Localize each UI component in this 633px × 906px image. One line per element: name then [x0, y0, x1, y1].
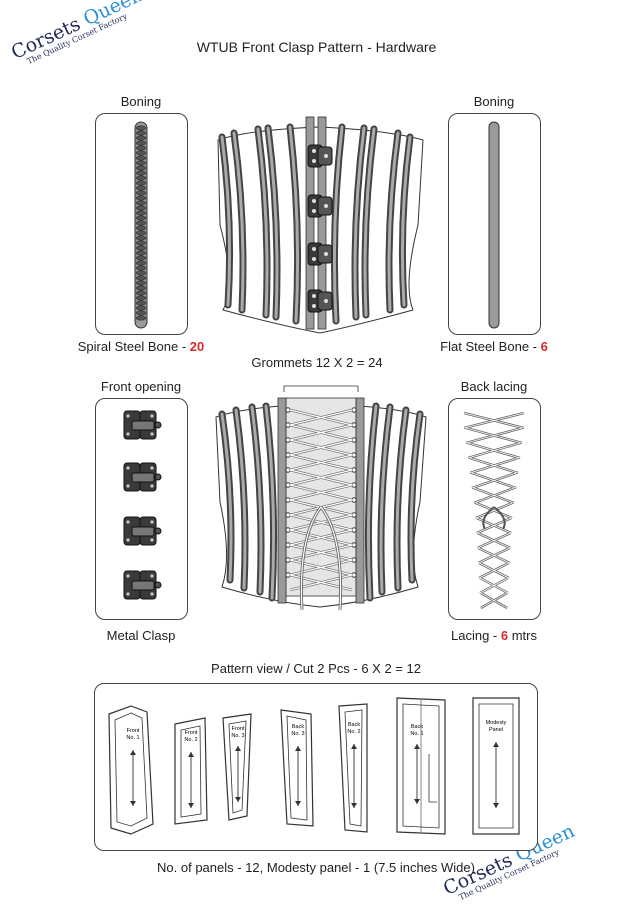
panel-label-line1: Back [411, 724, 423, 730]
panel-label-line2: No. 3 [231, 733, 244, 739]
corset-front-illustration [217, 116, 424, 334]
flat-steel-bone-illustration [488, 121, 500, 329]
lacing-unit: mtrs [508, 628, 537, 643]
lacing-caption-text: Lacing - [451, 628, 501, 643]
panel-label-line2: No. 1 [410, 731, 423, 737]
panel-label-line2: No. 2 [184, 737, 197, 743]
page-title: WTUB Front Clasp Pattern - Hardware [196, 39, 437, 55]
logo-watermark-top-left: Corsets Queen The Quality Corset Factory [8, 0, 149, 70]
panel-label-line1: Front [185, 730, 198, 736]
panel-label-line2: No. 1 [126, 735, 139, 741]
spiral-bone-count: 20 [189, 339, 205, 354]
flat-bone-caption-text: Flat Steel Bone - [440, 339, 541, 354]
spiral-steel-bone-illustration [134, 121, 148, 329]
metal-clasp-caption: Metal Clasp [106, 628, 176, 643]
back-lacing-illustration [463, 411, 525, 610]
spiral-bone-box [95, 113, 188, 335]
lacing-caption: Lacing - 6 mtrs [451, 628, 537, 643]
metal-clasp-box [95, 398, 188, 620]
flat-bone-caption: Flat Steel Bone - 6 [440, 339, 548, 354]
panel-label-line2: No. 2 [347, 729, 360, 735]
boning-left-heading: Boning [120, 94, 162, 109]
panel-label-line1: Front [127, 728, 140, 734]
panel-label-line1: Back [348, 722, 360, 728]
grommets-caption: Grommets 12 X 2 = 24 [251, 355, 383, 370]
panel-label-line2: Panel [489, 727, 503, 733]
back-lacing-heading: Back lacing [460, 379, 528, 394]
panel-label-line1: Modesty [486, 720, 507, 726]
panel-label-line1: Front [232, 726, 245, 732]
metal-clasp-illustration [123, 410, 162, 600]
boning-right-heading: Boning [473, 94, 515, 109]
front-opening-heading: Front opening [100, 379, 182, 394]
pattern-caption: Pattern view / Cut 2 Pcs - 6 X 2 = 12 [211, 661, 421, 676]
panel-label-line2: No. 3 [291, 731, 304, 737]
flat-bone-count: 6 [540, 339, 548, 354]
lacing-count: 6 [500, 628, 509, 643]
flat-bone-box [448, 113, 541, 335]
back-lacing-box [448, 398, 541, 620]
spiral-bone-caption-text: Spiral Steel Bone - [77, 339, 190, 354]
panel-label-line1: Back [292, 724, 304, 730]
panels-footer: No. of panels - 12, Modesty panel - 1 (7… [157, 860, 475, 875]
spiral-bone-caption: Spiral Steel Bone - 20 [78, 339, 204, 354]
corset-back-illustration [215, 385, 427, 611]
